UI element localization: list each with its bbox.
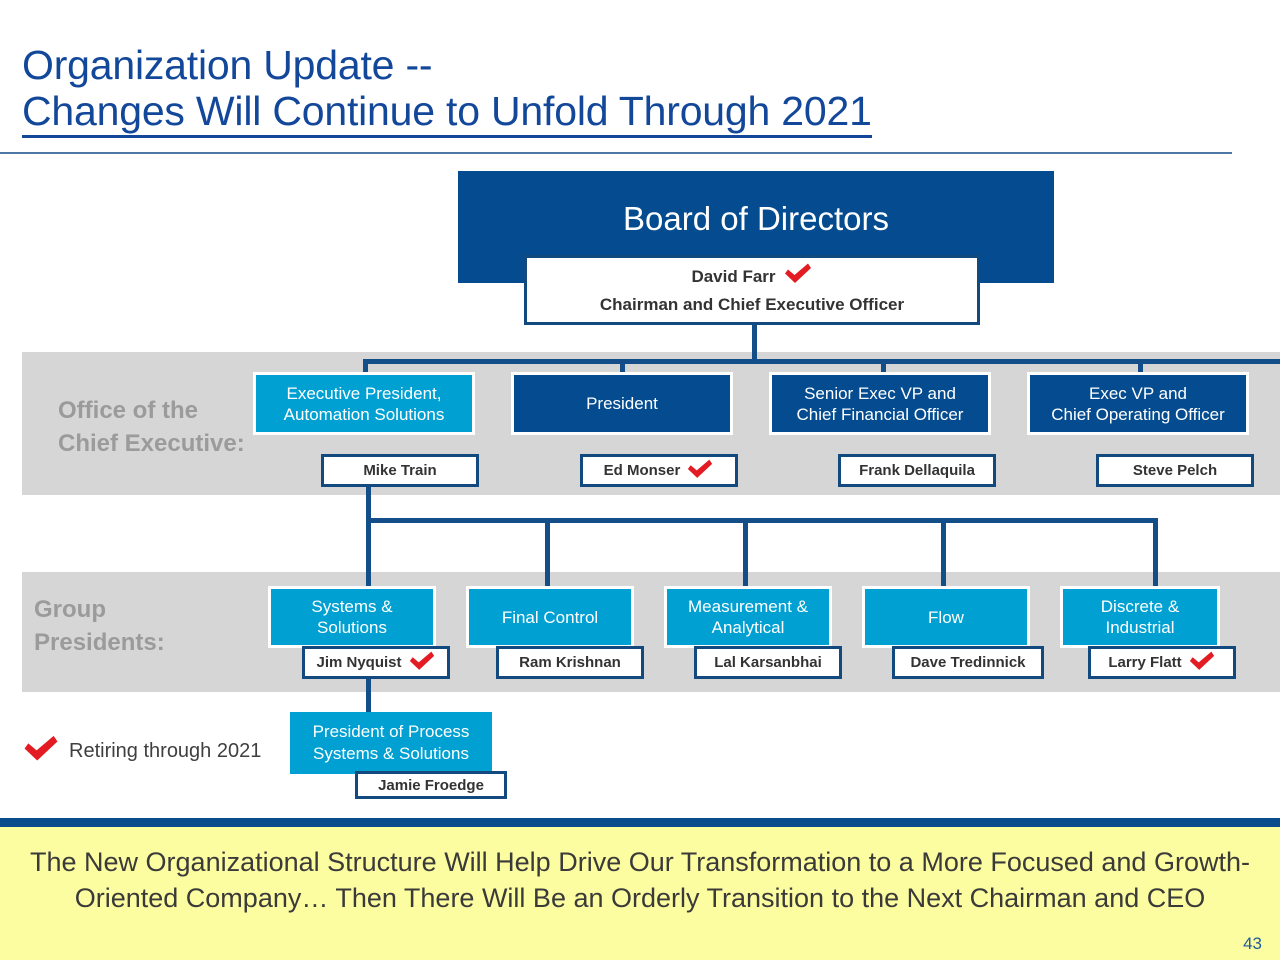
footer-divider <box>0 818 1280 827</box>
gp-title-flow: Flow <box>928 607 964 627</box>
title-line-1: Organization Update -- <box>22 42 433 88</box>
connector-group-presidents-bus <box>366 518 1158 523</box>
connector-oce-drop-1 <box>363 359 368 375</box>
connector-gp-drop-5 <box>1153 518 1158 588</box>
board-of-directors-title: Board of Directors <box>623 200 889 237</box>
gp-nameplate-larry-flatt[interactable]: Larry Flatt <box>1088 646 1236 679</box>
gp-title-final-control: Final Control <box>501 607 599 627</box>
connector-automation-drop <box>366 487 371 523</box>
connector-oce-drop-2 <box>620 359 625 375</box>
oce-label-line-1: Office of the <box>58 397 199 424</box>
oce-name-ed-monser: Ed Monser <box>603 462 681 479</box>
oce-nameplate-steve-pelch[interactable]: Steve Pelch <box>1096 454 1254 487</box>
oce-title-automation-solutions: Executive President,Automation Solutions <box>283 383 445 424</box>
oce-box-president[interactable]: President <box>511 372 733 435</box>
connector-gp-drop-1 <box>366 518 371 588</box>
gp-box-flow[interactable]: Flow <box>862 586 1030 648</box>
gp-name-dave-tredinnick: Dave Tredinnick <box>910 654 1026 671</box>
oce-title-president: President <box>586 394 658 413</box>
gp-label-line-2: Presidents: <box>34 629 165 656</box>
gp-nameplate-lal-karsanbhai[interactable]: Lal Karsanbhai <box>694 646 842 679</box>
retiring-check-icon <box>783 263 813 292</box>
oce-nameplate-frank-dellaquila[interactable]: Frank Dellaquila <box>838 454 996 487</box>
gp-name-larry-flatt: Larry Flatt <box>1108 654 1182 671</box>
gp-name-ram-krishnan: Ram Krishnan <box>519 654 621 671</box>
ceo-nameplate[interactable]: David Farr Chairman and Chief Executive … <box>524 255 980 325</box>
gp-name-lal-karsanbhai: Lal Karsanbhai <box>714 654 822 671</box>
gp-nameplate-dave-tredinnick[interactable]: Dave Tredinnick <box>892 646 1044 679</box>
connector-gp-drop-4 <box>941 518 946 588</box>
legend: Retiring through 2021 <box>22 735 261 767</box>
gp-title-discrete-and-industrial: Discrete &Industrial <box>1100 597 1180 637</box>
connector-oce-drop-3 <box>881 359 886 375</box>
connector-ceo-drop <box>752 325 757 363</box>
gp-box-systems-and-solutions[interactable]: Systems &Solutions <box>268 586 436 648</box>
connector-oce-drop-4 <box>1138 359 1143 375</box>
oce-nameplate-mike-train[interactable]: Mike Train <box>321 454 479 487</box>
connector-oce-bus <box>363 359 1280 364</box>
oce-box-automation-solutions[interactable]: Executive President,Automation Solutions <box>253 372 475 435</box>
gp-label-line-1: Group <box>34 596 106 623</box>
gp-box-final-control[interactable]: Final Control <box>466 586 634 648</box>
office-of-chief-executive-label: Office of the Chief Executive: <box>58 394 245 460</box>
retiring-check-icon <box>408 651 436 675</box>
page-number: 43 <box>1243 934 1262 953</box>
page-title: Organization Update -- Changes Will Cont… <box>22 42 1122 138</box>
process-systems-nameplate[interactable]: Jamie Froedge <box>355 771 507 799</box>
process-systems-name: Jamie Froedge <box>378 776 484 794</box>
gp-nameplate-jim-nyquist[interactable]: Jim Nyquist <box>302 646 450 679</box>
gp-title-measurement-and-analytical: Measurement &Analytical <box>688 597 808 637</box>
oce-name-mike-train: Mike Train <box>363 462 437 479</box>
ceo-name: David Farr <box>691 267 776 286</box>
connector-process-systems-drop <box>366 672 371 718</box>
group-presidents-label: Group Presidents: <box>34 593 165 659</box>
connector-gp-drop-3 <box>743 518 748 588</box>
gp-name-jim-nyquist: Jim Nyquist <box>316 654 402 671</box>
oce-nameplate-ed-monser[interactable]: Ed Monser <box>580 454 738 487</box>
footer-banner: The New Organizational Structure Will He… <box>0 827 1280 960</box>
gp-nameplate-ram-krishnan[interactable]: Ram Krishnan <box>496 646 644 679</box>
retiring-check-icon <box>686 459 714 483</box>
gp-title-systems-and-solutions: Systems &Solutions <box>311 597 393 637</box>
title-divider <box>0 152 1232 154</box>
retiring-check-icon <box>1188 651 1216 675</box>
title-line-2: Changes Will Continue to Unfold Through … <box>22 88 872 138</box>
gp-box-measurement-and-analytical[interactable]: Measurement &Analytical <box>664 586 832 648</box>
gp-box-discrete-and-industrial[interactable]: Discrete &Industrial <box>1060 586 1220 648</box>
footer-text: The New Organizational Structure Will He… <box>30 847 1250 913</box>
retiring-check-icon <box>22 735 60 767</box>
oce-label-line-2: Chief Executive: <box>58 430 245 457</box>
connector-gp-drop-2 <box>545 518 550 588</box>
legend-label: Retiring through 2021 <box>69 739 262 762</box>
ceo-title: Chairman and Chief Executive Officer <box>599 294 905 314</box>
oce-name-frank-dellaquila: Frank Dellaquila <box>859 462 975 479</box>
oce-name-steve-pelch: Steve Pelch <box>1132 462 1218 479</box>
